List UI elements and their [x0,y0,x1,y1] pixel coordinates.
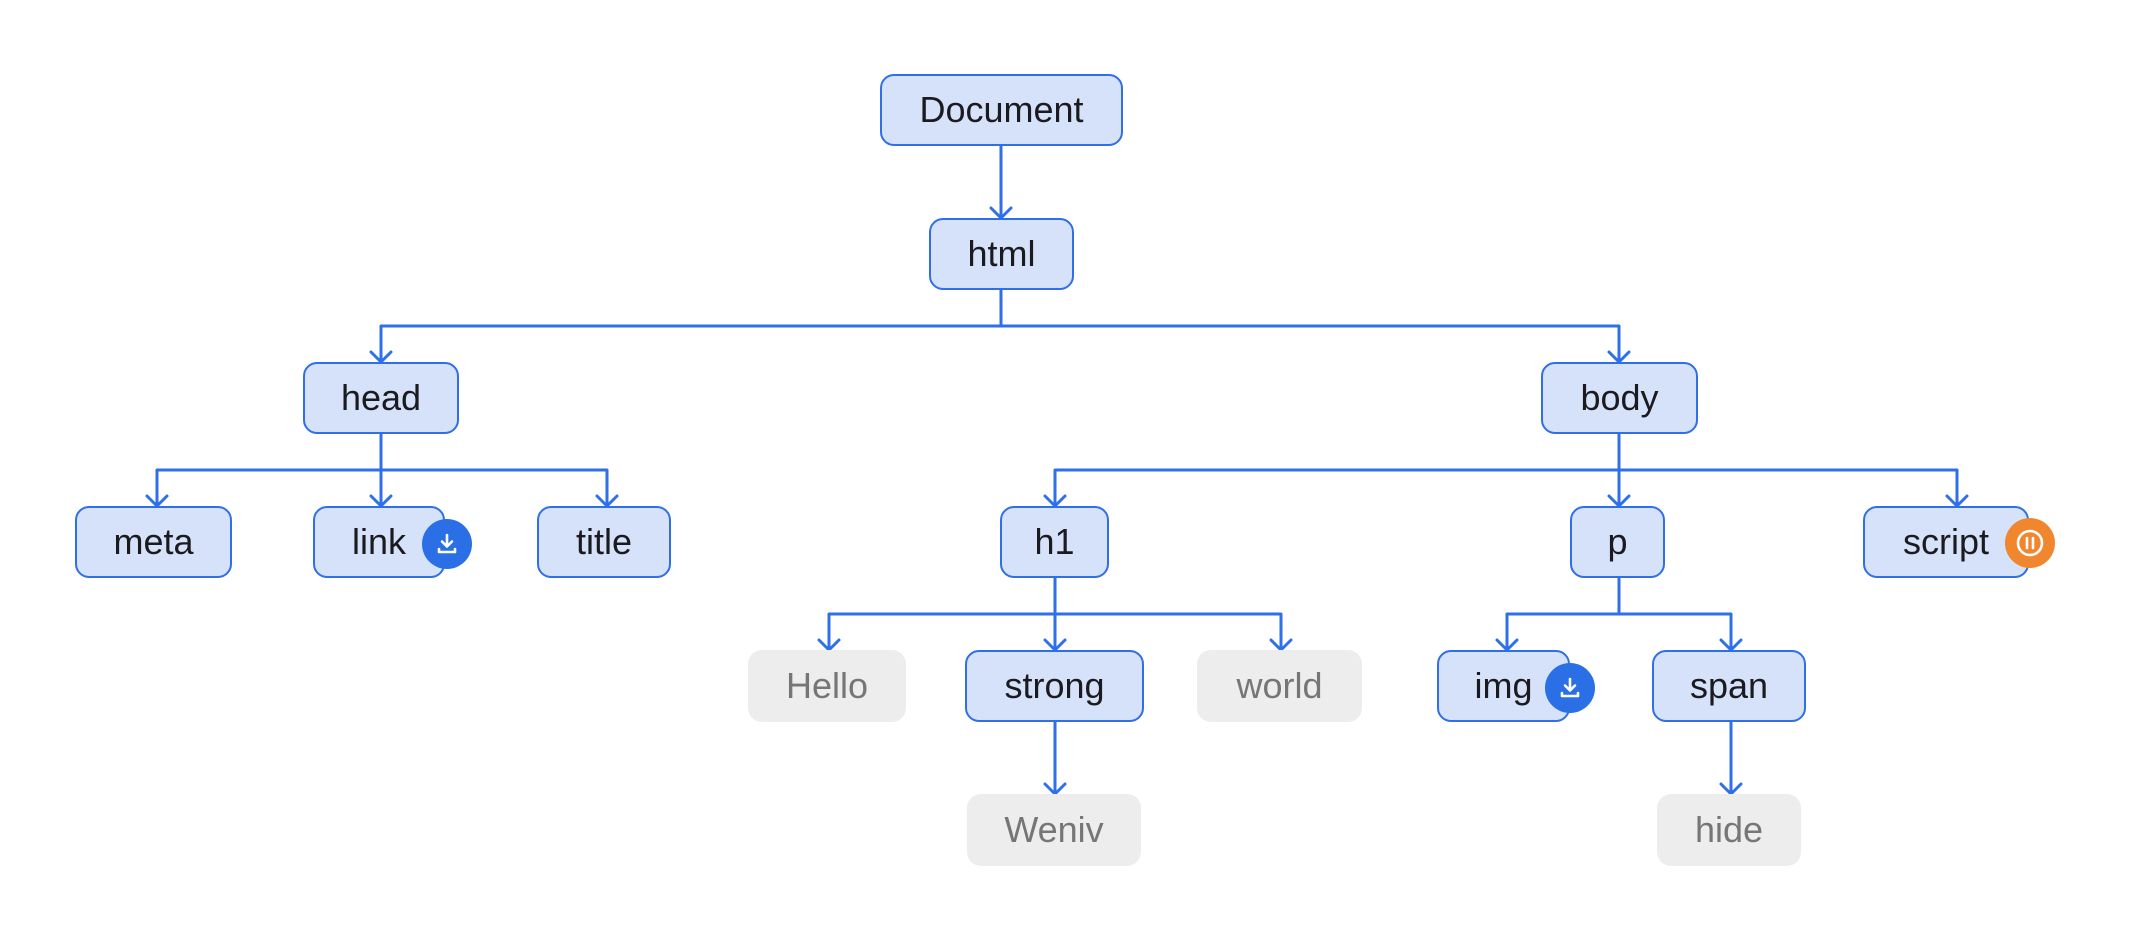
node-h1: h1 [1000,506,1109,578]
download-icon [1545,663,1595,713]
text-node-hello: Hello [748,650,906,722]
node-html: html [929,218,1074,290]
pause-icon-glyph [2016,529,2044,557]
node-link-label: link [351,521,407,562]
text-node-world-label: world [1236,665,1323,706]
text-node-hide: hide [1657,794,1801,866]
edge-head-branch [155,432,609,508]
node-title-label: title [575,521,633,562]
edge-html-branch [379,288,1621,364]
node-title: title [537,506,671,578]
text-node-weniv-label: Weniv [1004,809,1104,850]
node-h1-label: h1 [1034,521,1075,562]
pause-icon [2005,518,2055,568]
node-head-label: head [340,377,422,418]
node-script: script [1863,506,2029,578]
download-icon [422,519,472,569]
node-meta-label: meta [113,521,194,562]
download-icon-glyph [437,533,457,554]
node-body-label: body [1580,377,1659,418]
download-icon-glyph [1560,677,1580,698]
node-p: p [1570,506,1665,578]
text-node-weniv: Weniv [967,794,1141,866]
node-meta: meta [75,506,232,578]
edge-h1-branch [827,576,1283,652]
text-node-hide-label: hide [1694,809,1764,850]
node-head: head [303,362,459,434]
node-body: body [1541,362,1698,434]
edge-p-branch [1505,576,1733,652]
node-span: span [1652,650,1806,722]
node-strong-label: strong [1004,665,1105,706]
node-html-label: html [967,233,1036,274]
node-img-label: img [1474,665,1533,706]
node-strong: strong [965,650,1144,722]
edge-body-branch [1053,432,1959,508]
text-node-world: world [1197,650,1362,722]
node-document-label: Document [919,89,1084,130]
node-p-label: p [1607,521,1628,562]
node-document: Document [880,74,1123,146]
text-node-hello-label: Hello [785,665,869,706]
node-script-label: script [1902,521,1989,562]
node-span-label: span [1689,665,1769,706]
